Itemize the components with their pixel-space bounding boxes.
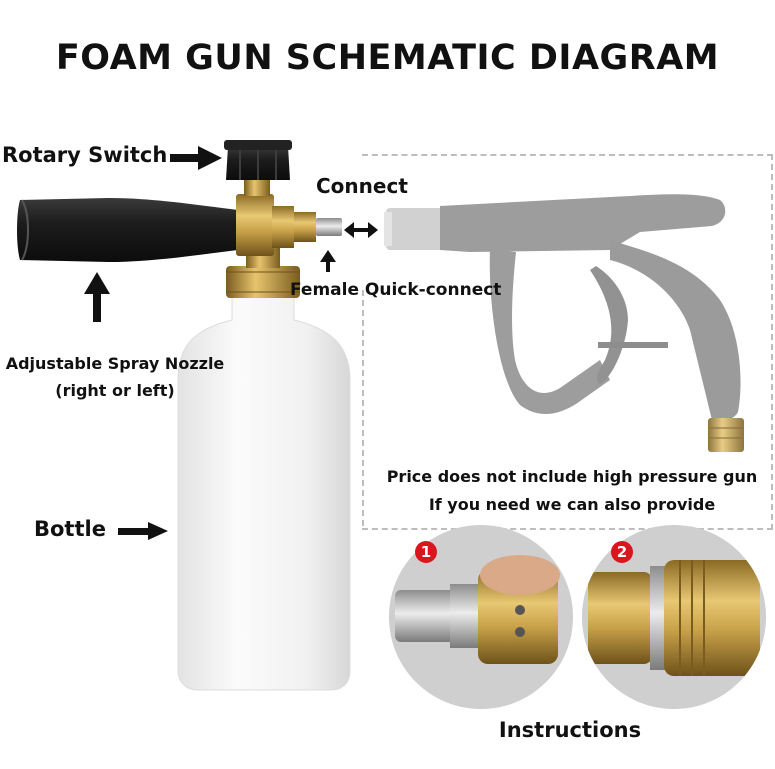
- arrow-bottle: [118, 522, 168, 540]
- arrow-connect-double: [344, 222, 378, 238]
- bottle-shape: [177, 295, 351, 691]
- bottle-cap-nut: [226, 266, 300, 298]
- label-adjustable-nozzle-line1: Adjustable Spray Nozzle: [5, 354, 225, 373]
- label-bottle: Bottle: [34, 517, 106, 541]
- label-adjustable-nozzle-line2: (right or left): [55, 381, 175, 400]
- label-rotary-switch: Rotary Switch: [2, 143, 168, 167]
- step-badge-2: 2: [611, 541, 633, 563]
- arrow-female-quick-up: [320, 250, 336, 272]
- gun-dashed-frame-left: [362, 290, 364, 526]
- step-badge-1: 1: [415, 541, 437, 563]
- pressure-gun-illustration: [384, 194, 744, 452]
- label-adjustable-nozzle: Adjustable Spray Nozzle (right or left): [0, 350, 230, 404]
- quick-connect-plug: [316, 218, 342, 236]
- arrow-nozzle-up: [84, 272, 110, 322]
- arrow-rotary-switch: [170, 146, 222, 170]
- label-connect: Connect: [316, 174, 408, 198]
- label-female-quick-connect: Female Quick-connect: [290, 280, 502, 300]
- brass-body: [236, 194, 274, 256]
- spray-nozzle-shape: [17, 198, 238, 262]
- price-note-line2: If you need we can also provide: [428, 495, 716, 514]
- diagram-title: FOAM GUN SCHEMATIC DIAGRAM: [55, 38, 720, 78]
- price-note: Price does not include high pressure gun…: [372, 463, 772, 519]
- instructions-title: Instructions: [498, 718, 642, 742]
- price-note-line1: Price does not include high pressure gun: [386, 467, 758, 486]
- gun-dashed-frame: [362, 154, 773, 530]
- instruction-photo-2: [582, 525, 766, 709]
